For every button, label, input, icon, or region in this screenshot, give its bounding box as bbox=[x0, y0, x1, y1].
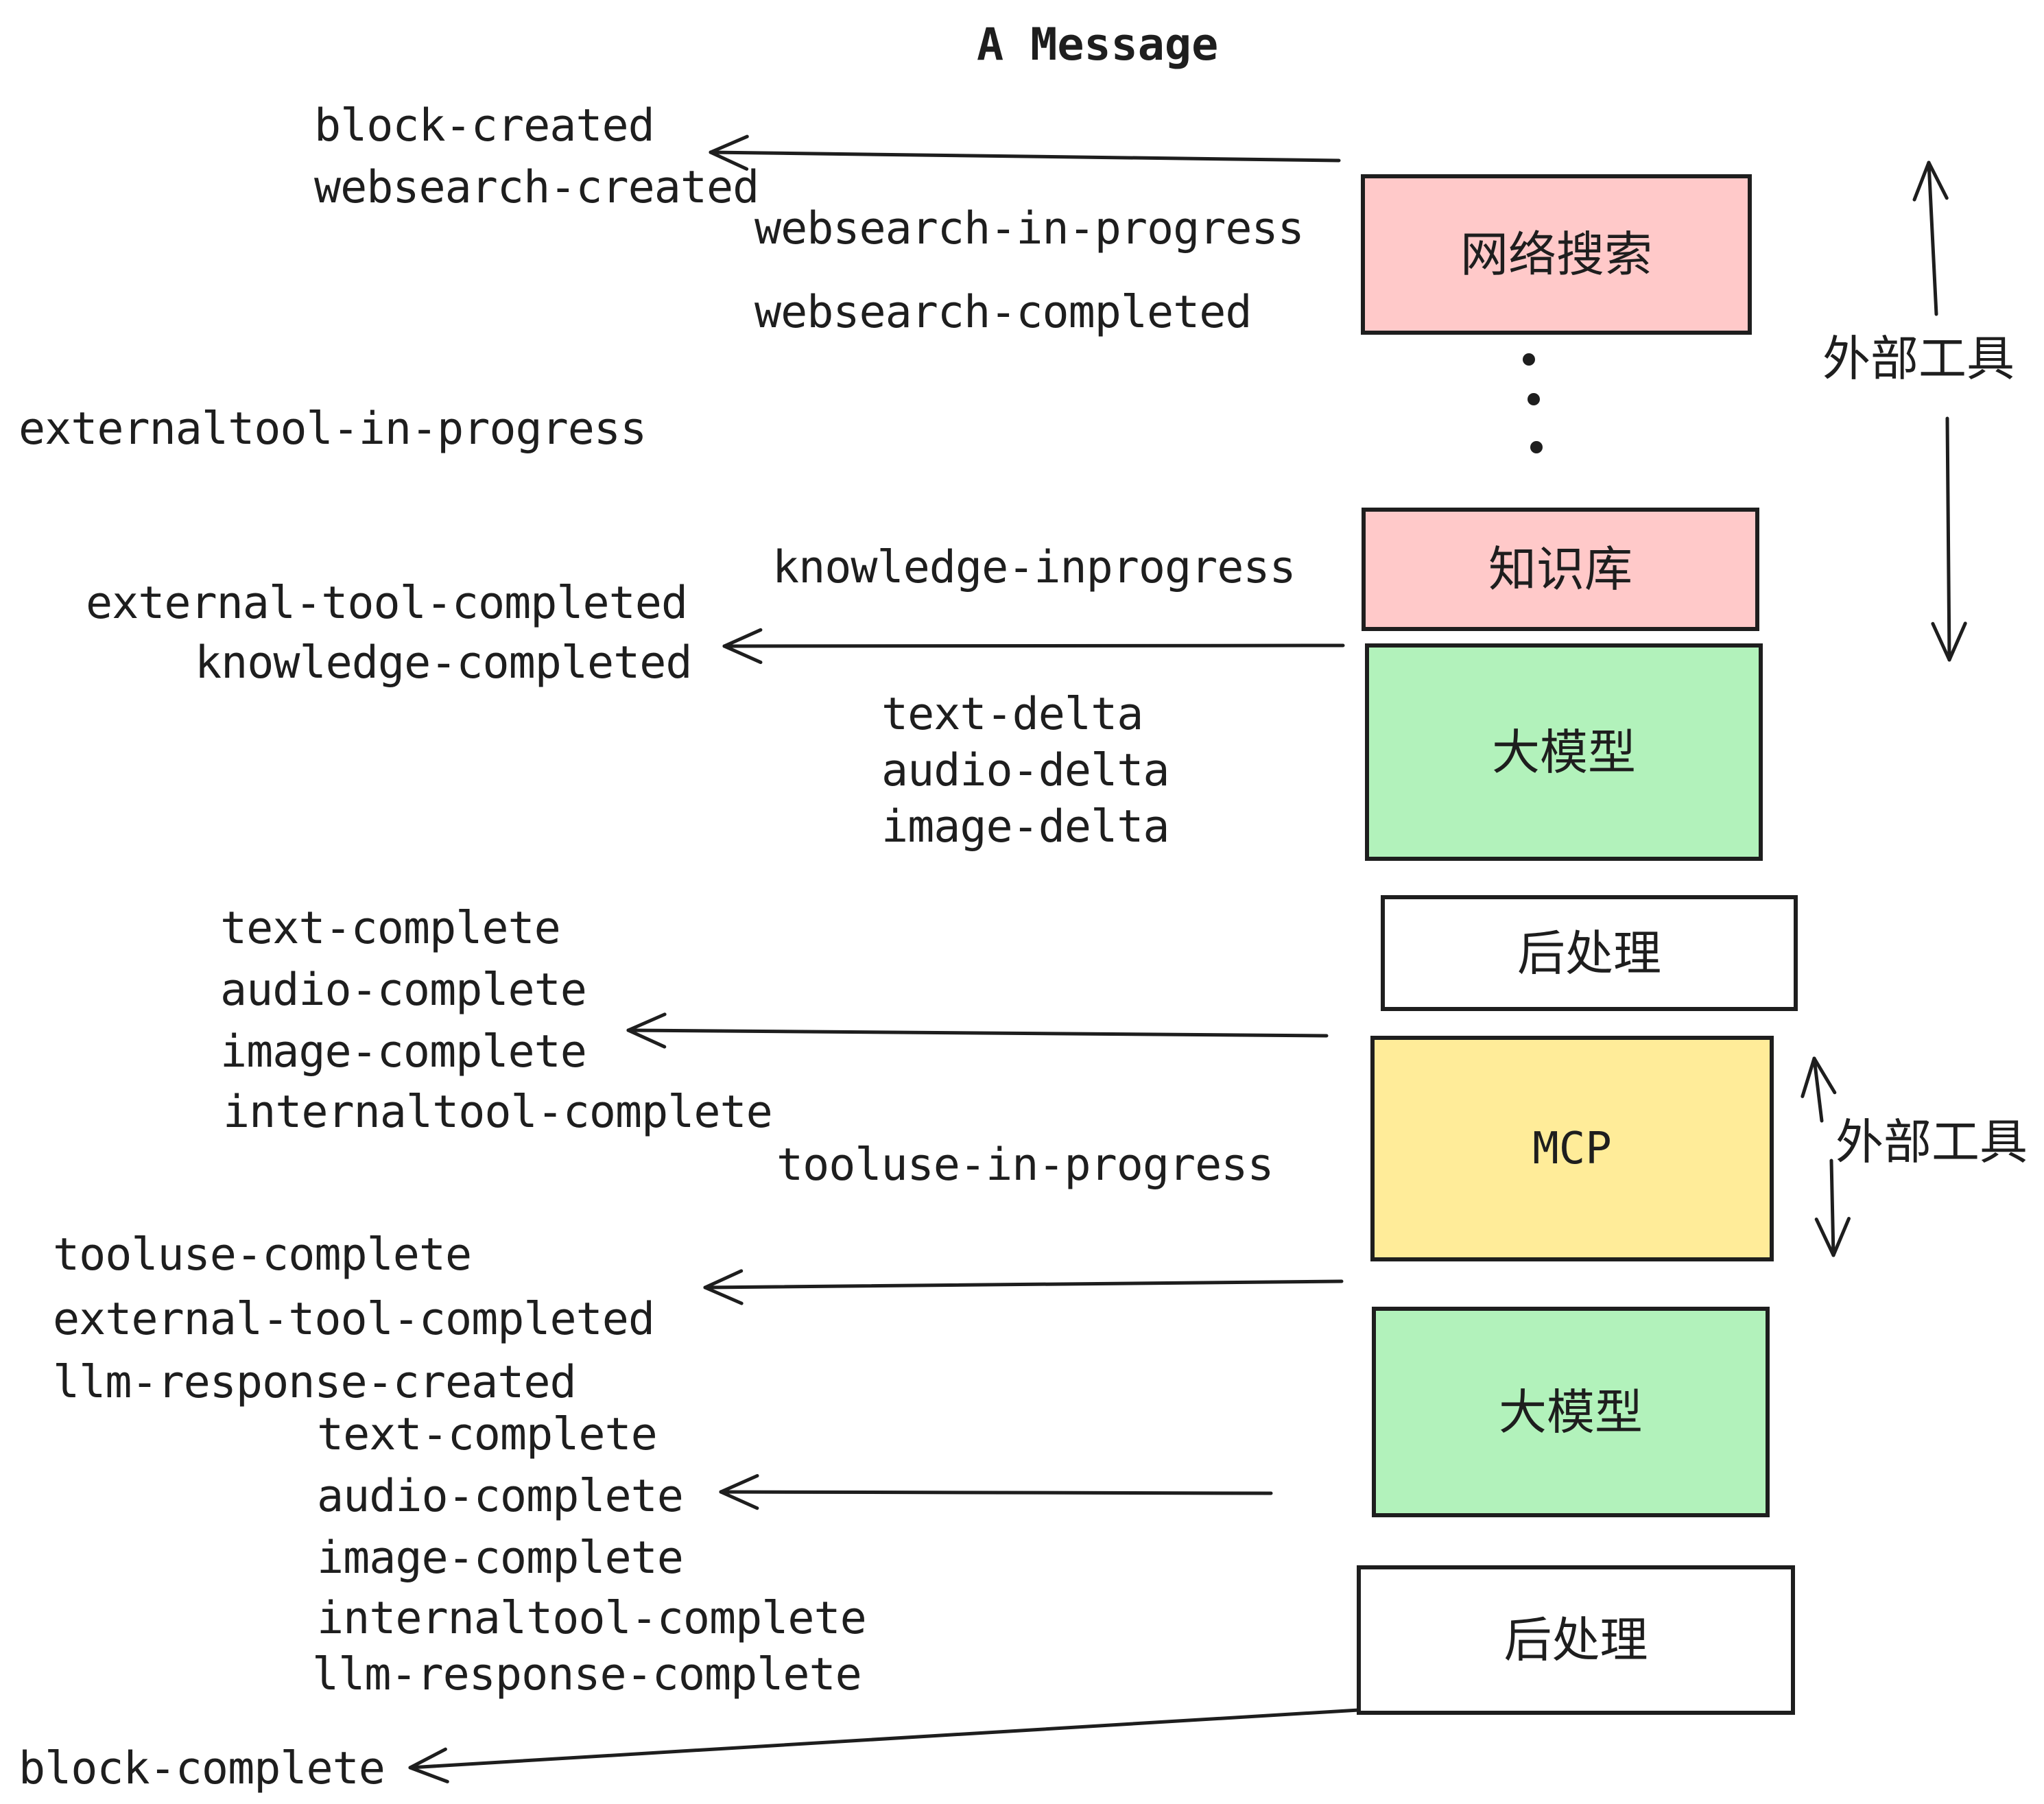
ellipsis-dot bbox=[1530, 441, 1543, 453]
event-label: llm-response-created bbox=[53, 1357, 577, 1408]
arrow-head bbox=[722, 644, 763, 665]
box-mcp: MCP bbox=[1370, 1036, 1774, 1261]
event-label: audio-complete bbox=[220, 964, 587, 1016]
arrow-head bbox=[408, 1747, 447, 1770]
box-label: 后处理 bbox=[1517, 925, 1661, 982]
arrow-head bbox=[626, 1012, 667, 1032]
side-label-external-tools: 外部工具 bbox=[1822, 331, 2015, 387]
arrow-shaft bbox=[722, 643, 1345, 648]
arrow-head bbox=[1927, 161, 1949, 200]
box-label: MCP bbox=[1532, 1123, 1612, 1174]
event-label: internaltool-complete bbox=[317, 1593, 867, 1644]
ellipsis-dot bbox=[1523, 353, 1535, 366]
arrow-head bbox=[1912, 161, 1931, 202]
arrow-head bbox=[709, 150, 749, 171]
side-label-external-tools: 外部工具 bbox=[1835, 1114, 2028, 1170]
event-label: image-complete bbox=[317, 1532, 684, 1584]
event-label: external-tool-completed bbox=[86, 578, 688, 629]
event-label: websearch-in-progress bbox=[754, 203, 1305, 254]
arrow-head bbox=[719, 1490, 759, 1510]
box-label: 大模型 bbox=[1492, 724, 1636, 781]
arrow-shaft bbox=[626, 1028, 1329, 1038]
event-label: internaltool-complete bbox=[223, 1087, 773, 1138]
arrow-head bbox=[722, 628, 763, 648]
arrow-shaft bbox=[1829, 1159, 1835, 1257]
event-label: text-complete bbox=[317, 1409, 658, 1460]
page-title: A Message bbox=[977, 19, 1219, 71]
event-label: websearch-completed bbox=[754, 287, 1252, 338]
box-websearch: 网络搜索 bbox=[1361, 174, 1752, 335]
box-knowledge: 知识库 bbox=[1362, 508, 1759, 631]
event-label: block-created bbox=[314, 100, 655, 152]
arrow-shaft bbox=[1945, 416, 1951, 662]
event-label: knowledge-completed bbox=[195, 637, 693, 689]
arrow-shaft bbox=[719, 1490, 1273, 1495]
arrow-head bbox=[1814, 1218, 1835, 1257]
box-llm-2: 大模型 bbox=[1372, 1307, 1770, 1517]
event-label: externaltool-in-progress bbox=[19, 403, 647, 455]
arrow-head bbox=[1931, 621, 1951, 662]
event-label: audio-complete bbox=[317, 1471, 684, 1522]
event-label: tooluse-in-progress bbox=[776, 1139, 1274, 1191]
arrow-head bbox=[1801, 1056, 1816, 1098]
event-label: tooluse-complete bbox=[53, 1229, 472, 1281]
box-post-2: 后处理 bbox=[1357, 1565, 1795, 1715]
box-label: 后处理 bbox=[1504, 1612, 1648, 1668]
arrow-shaft bbox=[703, 1279, 1344, 1290]
arrow-head bbox=[1812, 1056, 1837, 1095]
arrow-head bbox=[1947, 621, 1967, 662]
event-label: websearch-created bbox=[314, 162, 759, 213]
arrow-head bbox=[626, 1028, 667, 1049]
event-label: image-complete bbox=[220, 1026, 587, 1078]
arrow-shaft bbox=[1812, 1056, 1824, 1123]
arrow-head bbox=[719, 1473, 759, 1494]
arrow-head bbox=[703, 1269, 744, 1290]
arrow-head bbox=[709, 134, 749, 154]
event-label: audio-delta bbox=[881, 745, 1169, 796]
box-label: 网络搜索 bbox=[1460, 226, 1652, 283]
box-llm-1: 大模型 bbox=[1365, 643, 1763, 861]
event-label: image-delta bbox=[881, 801, 1169, 853]
box-label: 大模型 bbox=[1499, 1384, 1643, 1440]
event-label: external-tool-completed bbox=[53, 1294, 655, 1345]
event-label: llm-response-complete bbox=[312, 1649, 862, 1700]
arrow-shaft bbox=[1927, 161, 1938, 316]
arrow-head bbox=[703, 1285, 744, 1305]
event-label: block-complete bbox=[19, 1743, 385, 1794]
event-label: text-delta bbox=[881, 689, 1143, 740]
event-label: knowledge-inprogress bbox=[772, 542, 1296, 593]
ellipsis-dot bbox=[1528, 393, 1540, 405]
arrow-shaft bbox=[408, 1708, 1361, 1770]
arrow-head bbox=[1831, 1217, 1851, 1257]
arrow-shaft bbox=[709, 150, 1341, 163]
box-post-1: 后处理 bbox=[1381, 895, 1798, 1011]
arrow-head bbox=[408, 1766, 449, 1783]
box-label: 知识库 bbox=[1488, 541, 1632, 597]
event-label: text-complete bbox=[220, 903, 561, 954]
